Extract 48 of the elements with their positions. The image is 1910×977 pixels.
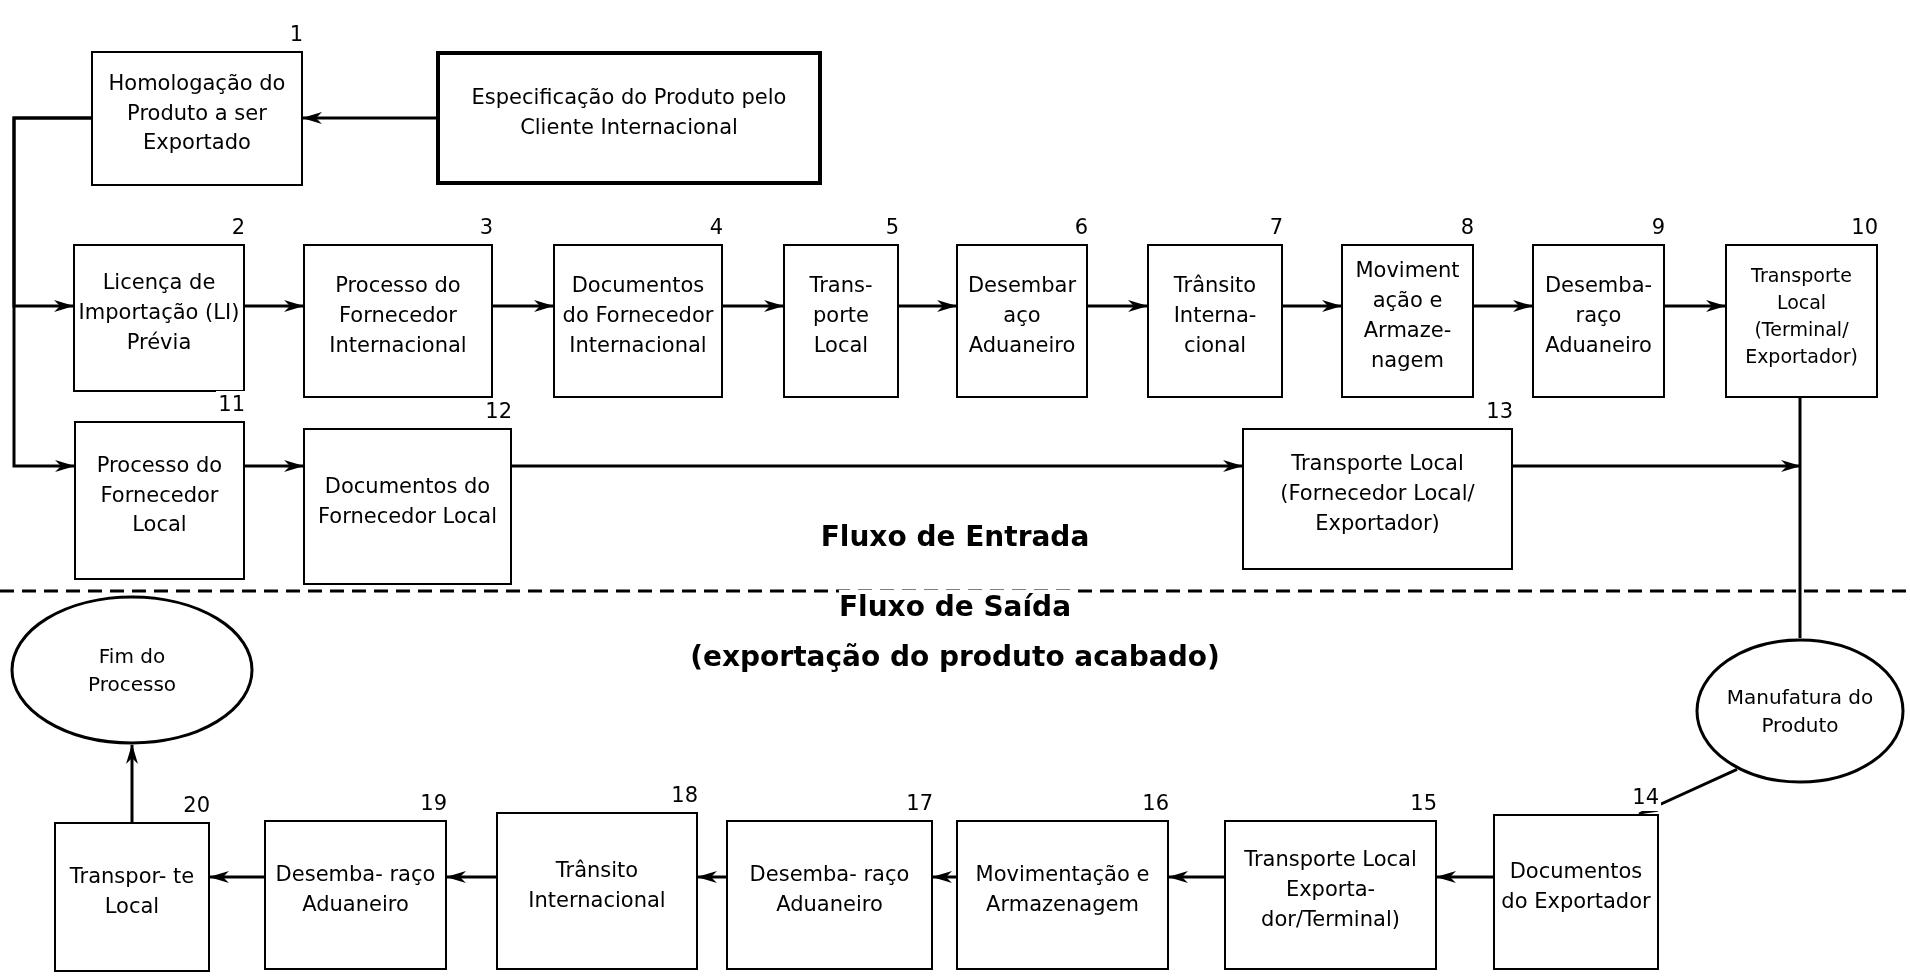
- terminal-ellipse: [1695, 638, 1905, 784]
- arrow: [697, 871, 726, 883]
- arrow: [1638, 768, 1738, 816]
- arrow: [1513, 460, 1801, 472]
- node-label: Desemba- raço Aduaneiro: [274, 861, 437, 918]
- arrow: [12, 116, 91, 472]
- terminal-ellipse: [10, 595, 254, 745]
- arrow: [899, 300, 957, 312]
- node-label: Processo do Fornecedor Internacional: [328, 272, 468, 359]
- arrow: [446, 871, 496, 883]
- node-label: Documentos do Exportador: [1500, 858, 1652, 915]
- arrow: [512, 460, 1243, 472]
- node-label: Desembar aço Aduaneiro: [966, 272, 1078, 359]
- node-label: Trânsito Internacional: [527, 857, 667, 914]
- node-label: Transporte Local (Fornecedor Local/ Exportador): [1279, 450, 1476, 537]
- node-label: Desemba- raço Aduaneiro: [748, 861, 911, 918]
- node-label: Documentos do Fornecedor Internacional: [561, 272, 715, 359]
- arrow: [932, 871, 956, 883]
- node-label: Manufatura do Produto: [1725, 683, 1875, 739]
- node-label: Moviment ação e Armaze- nagem: [1354, 257, 1461, 374]
- arrow: [1088, 300, 1148, 312]
- arrow: [1168, 871, 1224, 883]
- node-label: Documentos do Fornecedor Local: [316, 472, 499, 530]
- arrow: [245, 460, 304, 472]
- node-label: Transporte Local (Terminal/ Exportador): [1744, 263, 1859, 369]
- arrow: [1474, 300, 1533, 312]
- arrow: [126, 744, 138, 822]
- process-box: [436, 51, 822, 185]
- node-label: Processo do Fornecedor Local: [95, 451, 224, 539]
- flow-heading: (exportação do produto acabado): [690, 640, 1220, 673]
- node-label: Movimentação e Armazenagem: [974, 861, 1151, 918]
- node-label: Transporte Local Exporta- dor/Terminal): [1243, 846, 1418, 933]
- node-label: Trânsito Interna- cional: [1172, 272, 1258, 359]
- node-label: Homologação do Produto a ser Exportado: [107, 69, 287, 157]
- arrow: [1436, 871, 1493, 883]
- arrow: [493, 300, 554, 312]
- arrow: [245, 300, 304, 312]
- node-label: Trans- porte Local: [808, 272, 874, 359]
- arrow: [1283, 300, 1342, 312]
- arrow: [302, 112, 436, 124]
- node-label: Desemba- raço Aduaneiro: [1543, 272, 1654, 359]
- node-label: Licença de Importação (LI) Prévia: [78, 269, 240, 356]
- arrow: [723, 300, 784, 312]
- arrow: [1665, 300, 1726, 312]
- node-label: Transpor- te Local: [68, 863, 196, 920]
- node-label: Fim do Processo: [86, 642, 178, 698]
- arrow: [209, 871, 264, 883]
- node-label: Especificação do Produto pelo Cliente Internacional: [470, 84, 788, 141]
